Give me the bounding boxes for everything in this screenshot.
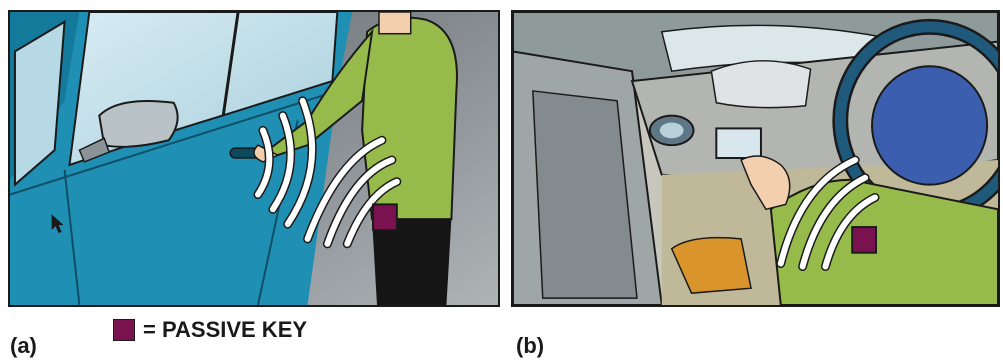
side-mirror: [99, 101, 177, 147]
panel-a-label: (a): [10, 333, 37, 359]
legend-text: = PASSIVE KEY: [143, 317, 307, 343]
legend: = PASSIVE KEY: [113, 316, 307, 344]
passive-key-icon: [852, 227, 876, 253]
passive-key-icon: [113, 319, 135, 341]
panel-b-push-start: [511, 10, 1000, 307]
start-button-panel: [716, 128, 761, 158]
passive-key-icon: [373, 204, 397, 230]
person-jacket: [362, 18, 457, 220]
push-start-illustration: [513, 12, 998, 305]
panel-b-label: (b): [516, 333, 544, 359]
person-trousers: [372, 219, 451, 305]
door-unlock-illustration: [10, 12, 498, 305]
panel-a-door-unlock: [8, 10, 500, 307]
